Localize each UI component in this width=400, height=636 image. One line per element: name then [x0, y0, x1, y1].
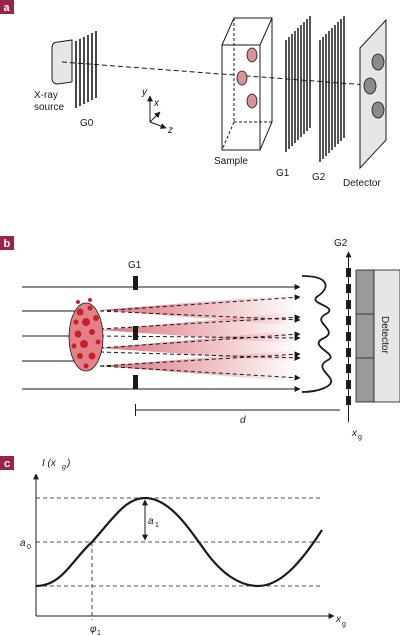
axis-y-label: y: [141, 87, 148, 98]
scatter-sample: [68, 298, 104, 372]
g2-label: G2: [312, 172, 326, 183]
axis-z-label: z: [167, 125, 173, 136]
detector-label-b: Detector: [379, 316, 390, 354]
sine-curve: [35, 496, 323, 588]
g1-label: G1: [276, 168, 290, 179]
a0-label: a: [20, 538, 26, 549]
reference-lines: [36, 497, 322, 620]
distance-label: d: [240, 415, 246, 426]
detector-spots: [363, 53, 385, 119]
g1-label-b: G1: [128, 260, 142, 271]
dashed-rays: [99, 294, 301, 381]
detector-block: [355, 269, 400, 403]
svg-text:c: c: [4, 458, 10, 470]
panel-b: b G1 G2: [0, 236, 400, 441]
g1-bars: [133, 276, 138, 389]
svg-text:b: b: [4, 238, 11, 250]
a1-label: a: [148, 516, 154, 527]
sample-features: [236, 47, 258, 109]
xg-sub-b: g: [358, 434, 362, 441]
g2-grating: [319, 16, 345, 162]
xg-label-b: x: [351, 428, 358, 439]
intensity-pattern: [301, 275, 333, 393]
panel-a: a X-ray source G0 y x z: [0, 0, 387, 189]
detector-label-a: Detector: [343, 178, 381, 189]
y-axis-label: I (x: [42, 458, 57, 469]
sample-box: [221, 17, 273, 151]
coordinate-axes: [147, 95, 167, 129]
x-axis-label: x: [335, 614, 342, 625]
x-axis-label-sub: g: [342, 621, 346, 628]
xray-source-label-2: source: [34, 102, 64, 113]
panel-b-badge: b: [0, 236, 14, 250]
panel-c-badge: c: [0, 456, 14, 470]
panel-a-badge: a: [0, 0, 14, 14]
y-axis-label-sub: g: [62, 464, 66, 471]
svg-text:a: a: [4, 2, 11, 14]
y-axis-label-close: ): [66, 458, 70, 469]
xray-source-label-1: X-ray: [34, 90, 58, 101]
g2-label-b: G2: [334, 238, 348, 249]
beam-axis-line: [61, 61, 381, 87]
g1-grating: [285, 16, 311, 152]
axis-x-label: x: [153, 98, 160, 109]
a1-sub: 1: [155, 522, 159, 529]
phi-label: φ: [90, 624, 97, 635]
sample-label: Sample: [214, 156, 248, 167]
panel-c: c I (x g ) x g a 0 a 1 φ 1: [0, 456, 346, 636]
a0-sub: 0: [27, 544, 31, 551]
g0-grating: [75, 31, 97, 108]
detector-plate: [359, 18, 387, 170]
phi-sub: 1: [97, 630, 101, 636]
g0-label: G0: [80, 118, 94, 129]
distance-marker: [135, 404, 340, 416]
